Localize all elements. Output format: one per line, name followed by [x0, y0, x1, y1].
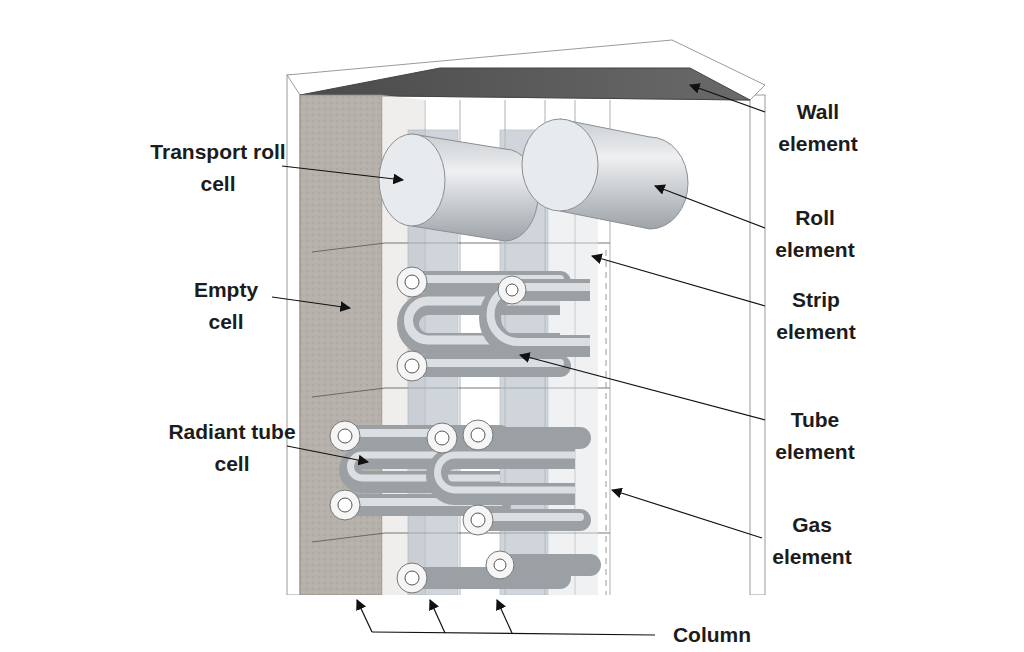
- tube-ring: [330, 421, 360, 451]
- leader-line: [272, 297, 350, 308]
- gas-element-boundary: [606, 250, 607, 595]
- leader-line: [690, 85, 765, 112]
- tube-highlight: [437, 455, 575, 490]
- tube-bore: [338, 498, 352, 512]
- tube-bore: [405, 275, 419, 289]
- leader-lines: [272, 85, 765, 635]
- tube-ring: [486, 551, 514, 579]
- left-wall: [287, 75, 300, 595]
- tube: [442, 427, 580, 449]
- callout-label: Tube element: [755, 404, 875, 468]
- leader-line: [592, 256, 765, 306]
- leader-line: [372, 632, 655, 635]
- leader-line: [430, 600, 445, 633]
- tube-bore: [435, 431, 449, 445]
- tube-bore: [405, 359, 419, 373]
- tube: [412, 355, 560, 377]
- tube-bore: [506, 284, 518, 296]
- callout-label: Empty cell: [176, 274, 276, 338]
- callout-label: Wall element: [758, 96, 878, 160]
- tube-ring: [330, 490, 360, 520]
- tube-bore: [405, 571, 419, 585]
- leader-line: [287, 446, 368, 462]
- tube-ring: [427, 423, 457, 453]
- radiant-tube-bottom: [397, 551, 590, 593]
- tube-ring: [463, 420, 493, 450]
- tube-bore: [338, 429, 352, 443]
- radiant-tube-lower: [330, 420, 580, 535]
- top-wall: [287, 40, 765, 100]
- tube-bore: [471, 513, 485, 527]
- leader-line: [612, 490, 762, 538]
- tube-ring: [397, 351, 427, 381]
- callout-label: Strip element: [756, 284, 876, 348]
- tube-ring: [397, 563, 427, 593]
- tube-ring: [463, 505, 493, 535]
- callout-label: Gas element: [752, 509, 872, 573]
- leader-line: [497, 600, 512, 633]
- tube-bore: [494, 559, 506, 571]
- roll-face: [379, 134, 445, 226]
- callout-label: Radiant tube cell: [167, 416, 297, 480]
- right-wall: [750, 95, 765, 595]
- callout-label: Column: [642, 619, 782, 651]
- radiant-tube-upper: [397, 267, 590, 381]
- transport-rolls: [379, 119, 688, 241]
- leader-line: [655, 186, 765, 228]
- tube-ring: [397, 267, 427, 297]
- leader-line: [282, 166, 403, 180]
- callout-label: Roll element: [755, 202, 875, 266]
- callout-label: Transport roll cell: [148, 136, 288, 200]
- roll-face: [522, 119, 598, 211]
- leader-line: [520, 355, 765, 420]
- tube-bore: [471, 428, 485, 442]
- leader-line: [357, 600, 372, 632]
- tube-ring: [498, 276, 526, 304]
